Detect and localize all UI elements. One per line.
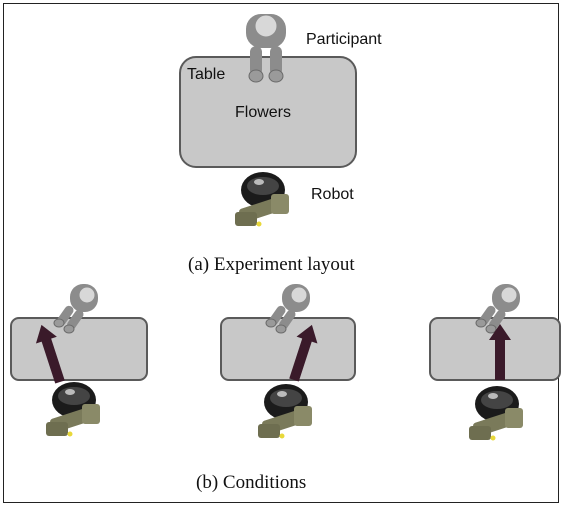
table-shape <box>10 317 148 381</box>
robot-icon <box>258 384 312 439</box>
participant-label: Participant <box>306 31 382 48</box>
caption-b: (b) Conditions <box>196 472 306 493</box>
robot-icon <box>469 386 523 441</box>
condition-3 <box>429 283 561 441</box>
table-label: Table <box>187 66 225 83</box>
table-shape <box>220 317 356 381</box>
table-shape <box>179 56 357 168</box>
layout-panel: Participant Table Flowers Robot (a) Expe… <box>179 13 382 275</box>
arrow-up-right-icon <box>289 324 318 382</box>
robot-label: Robot <box>311 186 354 203</box>
condition-1 <box>10 283 148 437</box>
condition-2 <box>220 283 356 439</box>
caption-a: (a) Experiment layout <box>188 254 355 275</box>
flowers-label: Flowers <box>235 104 291 121</box>
arrow-up-left-icon <box>35 324 65 384</box>
arrow-up-icon <box>489 324 511 380</box>
robot-icon <box>46 382 100 437</box>
robot-icon <box>235 172 289 227</box>
conditions-panel: (b) Conditions <box>10 283 561 493</box>
